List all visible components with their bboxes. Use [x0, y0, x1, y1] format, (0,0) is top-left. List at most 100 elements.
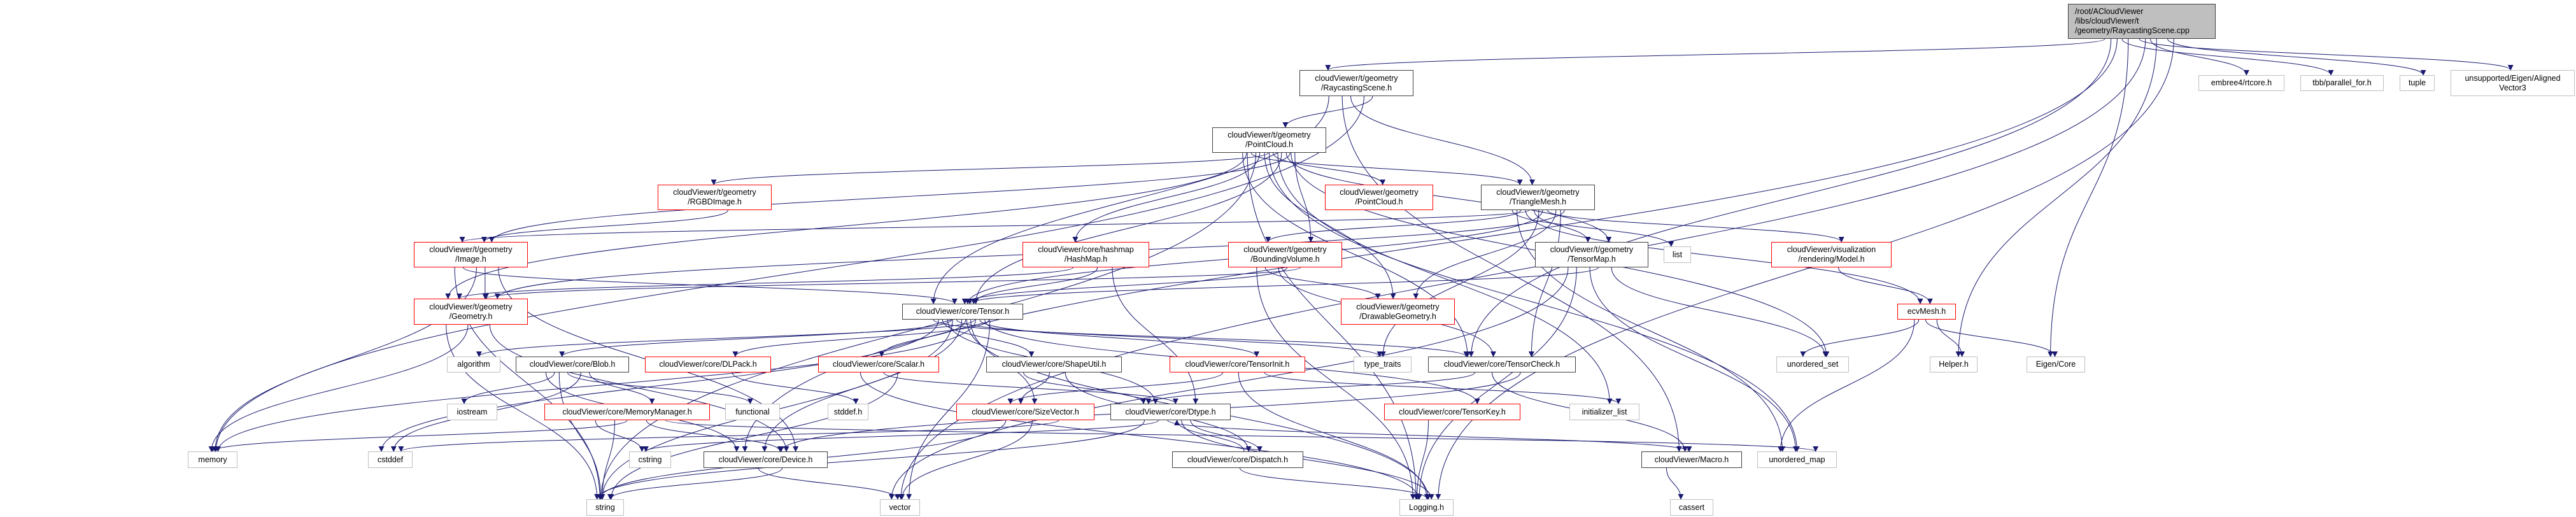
- edge-tpc-to-initlist: [1277, 152, 1613, 404]
- node-macro[interactable]: cloudViewer/Macro.h: [1641, 451, 1742, 468]
- node-uset[interactable]: unordered_set: [1776, 357, 1849, 372]
- edge-raycast-to-tmesh: [1350, 96, 1536, 185]
- node-ecvmesh[interactable]: ecvMesh.h: [1897, 304, 1956, 320]
- node-cstring[interactable]: cstring: [629, 451, 671, 468]
- node-label: stddef.h: [833, 407, 863, 416]
- edge-tpc-to-tcheck: [1242, 152, 1471, 357]
- edge-tensorinit-to-logging: [1238, 372, 1430, 500]
- node-label: cstddef: [377, 455, 404, 464]
- node-bvol[interactable]: cloudViewer/t/geometry /BoundingVolume.h: [1228, 242, 1342, 267]
- edge-dlpack-to-stddef: [732, 372, 859, 404]
- node-gpc[interactable]: cloudViewer/geometry /PointCloud.h: [1325, 185, 1433, 210]
- node-label: string: [595, 502, 615, 512]
- node-tpc[interactable]: cloudViewer/t/geometry /PointCloud.h: [1212, 127, 1326, 153]
- node-string[interactable]: string: [586, 499, 624, 516]
- edge-raycast-to-macro: [1341, 96, 1682, 452]
- node-tcheck[interactable]: cloudViewer/core/TensorCheck.h: [1428, 357, 1576, 372]
- node-tkey[interactable]: cloudViewer/core/TensorKey.h: [1384, 404, 1520, 420]
- edge-blob-to-string: [558, 372, 604, 500]
- edge-blob-to-functional: [567, 372, 753, 404]
- node-logging[interactable]: Logging.h: [1399, 499, 1454, 516]
- node-iostream[interactable]: iostream: [447, 404, 497, 420]
- node-embree[interactable]: embree4/rtcore.h: [2198, 75, 2284, 91]
- node-aligned[interactable]: unsupported/Eigen/Aligned Vector3: [2451, 70, 2575, 96]
- node-vector[interactable]: vector: [880, 499, 920, 516]
- node-label: cloudViewer/core/Scalar.h: [832, 360, 925, 369]
- node-label: cstring: [638, 455, 662, 464]
- edge-main-to-tbb: [2121, 38, 2334, 76]
- node-algorithm[interactable]: algorithm: [447, 357, 500, 372]
- node-initlist[interactable]: initializer_list: [1569, 404, 1639, 420]
- node-functional[interactable]: functional: [725, 404, 780, 420]
- edge-tensor-to-shapeutil: [942, 319, 1035, 357]
- edge-tpc-to-hashmap: [1072, 152, 1261, 243]
- node-dtype[interactable]: cloudViewer/core/Dtype.h: [1110, 404, 1231, 420]
- edge-model-to-ecvmesh: [1838, 267, 1933, 304]
- node-label: cloudViewer/t/geometry /TriangleMesh.h: [1496, 188, 1580, 206]
- node-label: cloudViewer/core/DLPack.h: [659, 360, 757, 369]
- node-typetraits[interactable]: type_traits: [1354, 357, 1412, 372]
- edge-tmap-to-vector: [888, 267, 1569, 500]
- node-geometry[interactable]: cloudViewer/t/geometry /Geometry.h: [414, 299, 528, 325]
- node-label: cloudViewer/core/Dtype.h: [1125, 407, 1216, 416]
- node-cassert[interactable]: cassert: [1670, 499, 1713, 516]
- edge-main-to-helper: [1955, 38, 2157, 357]
- edge-tpc-to-tensor: [973, 152, 1282, 304]
- edge-tmap-to-uset: [1611, 267, 1829, 357]
- node-image[interactable]: cloudViewer/t/geometry /Image.h: [414, 242, 528, 267]
- node-label: initializer_list: [1582, 407, 1627, 416]
- node-eigencore[interactable]: Eigen/Core: [2027, 357, 2085, 372]
- edge-tpc-to-umap: [1269, 152, 1800, 452]
- edge-rgbd-to-image: [481, 209, 728, 243]
- edge-tensor-to-vector: [906, 319, 991, 500]
- edge-tpc-to-geometry: [445, 152, 1247, 299]
- node-tensor[interactable]: cloudViewer/core/Tensor.h: [902, 304, 1023, 320]
- node-tmap[interactable]: cloudViewer/t/geometry /TensorMap.h: [1535, 242, 1648, 267]
- node-device[interactable]: cloudViewer/core/Device.h: [704, 451, 828, 468]
- node-cstddef[interactable]: cstddef: [368, 451, 413, 468]
- node-model[interactable]: cloudViewer/visualization /rendering/Mod…: [1771, 242, 1892, 267]
- edge-tensor-to-scalar: [879, 319, 966, 357]
- node-umap[interactable]: unordered_map: [1757, 451, 1837, 468]
- node-helper[interactable]: Helper.h: [1930, 357, 1978, 372]
- edge-tmesh-to-model: [1546, 209, 1844, 243]
- edge-tmesh-to-list: [1511, 209, 1674, 247]
- edge-tpc-to-string: [598, 152, 1257, 500]
- node-sizevec[interactable]: cloudViewer/core/SizeVector.h: [956, 404, 1094, 420]
- node-tmesh[interactable]: cloudViewer/t/geometry /TriangleMesh.h: [1481, 185, 1595, 210]
- node-scalar[interactable]: cloudViewer/core/Scalar.h: [818, 357, 939, 372]
- node-label: Eigen/Core: [2035, 360, 2076, 369]
- node-rgbd[interactable]: cloudViewer/t/geometry /RGBDImage.h: [658, 185, 772, 210]
- node-label: cloudViewer/core/Device.h: [718, 455, 813, 464]
- node-label: cloudViewer/core/MemoryManager.h: [562, 407, 692, 416]
- node-blob[interactable]: cloudViewer/core/Blob.h: [516, 357, 629, 372]
- edge-sizevec-to-cstddef: [398, 420, 1059, 452]
- node-label: unordered_set: [1787, 360, 1839, 369]
- node-main[interactable]: /root/ACloudViewer /libs/cloudViewer/t /…: [2068, 4, 2216, 39]
- edge-raycast-to-memory: [213, 96, 1364, 452]
- node-label: Logging.h: [1409, 502, 1444, 512]
- node-label: cloudViewer/t/geometry /PointCloud.h: [1228, 131, 1311, 149]
- edge-main-to-raycast: [1325, 38, 2105, 71]
- edge-tensorinit-to-sizevec: [1007, 372, 1223, 404]
- node-stddef[interactable]: stddef.h: [828, 404, 868, 420]
- edge-tensor-to-typetraits: [956, 319, 1383, 357]
- edge-geometry-to-string: [446, 324, 600, 500]
- node-dispatch[interactable]: cloudViewer/core/Dispatch.h: [1172, 451, 1303, 468]
- node-tensorinit[interactable]: cloudViewer/core/TensorInit.h: [1170, 357, 1305, 372]
- node-hashmap[interactable]: cloudViewer/core/hashmap /HashMap.h: [1023, 242, 1149, 267]
- node-label: cloudViewer/Macro.h: [1654, 455, 1729, 464]
- node-label: cloudViewer/t/geometry /TensorMap.h: [1550, 245, 1634, 264]
- node-tuple[interactable]: tuple: [2400, 75, 2435, 91]
- node-raycast[interactable]: cloudViewer/t/geometry /RaycastingScene.…: [1299, 70, 1413, 96]
- node-tbb[interactable]: tbb/parallel_for.h: [2300, 75, 2384, 91]
- node-memory[interactable]: memory: [188, 451, 237, 468]
- node-list[interactable]: list: [1664, 246, 1691, 263]
- node-shapeutil[interactable]: cloudViewer/core/ShapeUtil.h: [986, 357, 1122, 372]
- node-memmgr[interactable]: cloudViewer/core/MemoryManager.h: [544, 404, 710, 420]
- edge-bvol-to-logging: [1256, 267, 1416, 500]
- node-dlpack[interactable]: cloudViewer/core/DLPack.h: [645, 357, 771, 372]
- node-drawable[interactable]: cloudViewer/t/geometry /DrawableGeometry…: [1341, 299, 1455, 325]
